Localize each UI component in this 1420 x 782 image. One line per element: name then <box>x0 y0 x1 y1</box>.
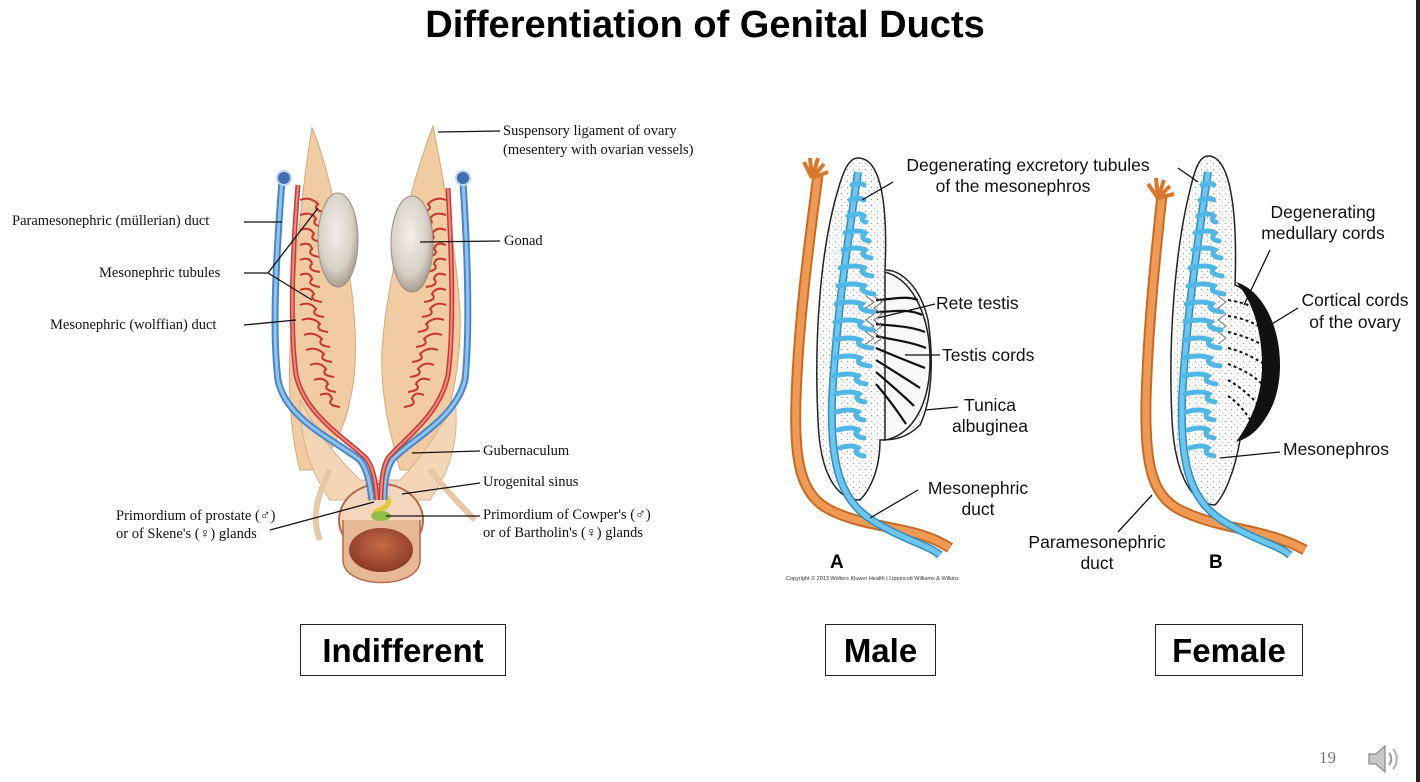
female-ovary-cortex <box>1236 282 1280 442</box>
label-paramesonephric-duct: Paramesonephric (müllerian) duct <box>12 213 210 229</box>
label-degenerating-medullary-cords-sub: medullary cords <box>1261 223 1385 243</box>
left-gonad <box>317 192 359 288</box>
female-cortical-cords <box>1227 299 1265 423</box>
female-mesonephric-tubules <box>1181 181 1227 459</box>
label-female-paramesonephric-duct: Paramesonephric <box>1028 532 1166 552</box>
copyright-notice: Copyright © 2013 Wolters Kluwer Health |… <box>786 576 959 582</box>
label-cowper-primordium: Primordium of Cowper's (♂) <box>483 507 651 523</box>
label-cowper-primordium-sub: or of Bartholin's (♀) glands <box>483 525 644 541</box>
label-testis-cords: Testis cords <box>942 345 1035 365</box>
indifferent-diagram <box>243 124 501 584</box>
label-male-mesonephric-duct-sub: duct <box>961 499 995 519</box>
left-fimbria <box>276 170 292 186</box>
speaker-icon[interactable] <box>1366 742 1402 776</box>
male-rete-testis <box>865 295 883 345</box>
label-tunica-sub: albuginea <box>952 416 1028 436</box>
page-number: 19 <box>1319 748 1336 767</box>
female-medullary-cords <box>1217 295 1227 345</box>
right-gonad <box>390 195 434 293</box>
female-leader-lines <box>1117 167 1299 533</box>
label-urogenital-sinus: Urogenital sinus <box>483 474 579 490</box>
label-rete-testis: Rete testis <box>936 293 1019 313</box>
label-mesonephric-tubules: Mesonephric tubules <box>99 265 221 281</box>
caption-indifferent: Indifferent <box>300 624 506 676</box>
label-cortical-cords-sub: of the ovary <box>1309 312 1401 332</box>
caption-female: Female <box>1155 624 1303 676</box>
label-cortical-cords: Cortical cords <box>1301 290 1409 310</box>
right-mesentery <box>381 124 461 471</box>
label-degenerating-medullary-cords: Degenerating <box>1270 202 1376 222</box>
label-gubernaculum: Gubernaculum <box>483 443 570 459</box>
panel-letter-b: B <box>1209 552 1223 573</box>
label-tunica: Tunica <box>964 395 1016 415</box>
male-diagram <box>790 157 959 559</box>
label-gonad: Gonad <box>504 233 543 249</box>
male-leader-lines <box>861 181 959 519</box>
cowper-primordium <box>371 511 391 521</box>
label-degenerating-excretory-tubules-sub: of the mesonephros <box>935 176 1091 196</box>
male-fimbria <box>802 157 829 180</box>
panel-letter-a: A <box>830 552 844 573</box>
label-female-paramesonephric-duct-sub: duct <box>1080 553 1114 573</box>
label-suspensory-ligament-sub: (mesentery with ovarian vessels) <box>503 142 694 158</box>
label-prostate-primordium-sub: or of Skene's (♀) glands <box>116 526 257 542</box>
label-prostate-primordium: Primordium of prostate (♂) <box>116 508 276 524</box>
label-mesonephric-duct: Mesonephric (wolffian) duct <box>50 317 217 333</box>
slide-title: Differentiation of Genital Ducts <box>425 4 985 46</box>
gubernaculum <box>312 468 478 542</box>
indifferent-leader-lines <box>243 130 501 531</box>
left-mesonephric-tubules <box>299 197 341 408</box>
label-degenerating-excretory-tubules: Degenerating excretory tubules <box>906 155 1150 175</box>
label-suspensory-ligament: Suspensory ligament of ovary <box>503 123 677 139</box>
sinus-opening <box>349 528 413 572</box>
right-fimbria <box>455 170 471 186</box>
female-diagram <box>1117 155 1308 559</box>
window-edge <box>1416 0 1420 782</box>
label-mesonephros: Mesonephros <box>1283 439 1390 459</box>
label-male-mesonephric-duct: Mesonephric <box>927 478 1029 498</box>
female-fimbria <box>1146 177 1175 200</box>
caption-male: Male <box>825 624 936 676</box>
